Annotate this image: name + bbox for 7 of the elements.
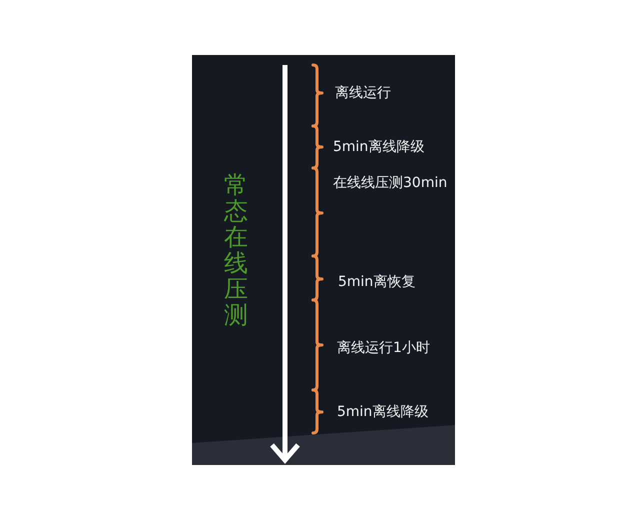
phase-label: 5min离恢复 <box>338 273 416 291</box>
phase-label: 离线运行1小时 <box>337 339 430 357</box>
phase-label: 在线线压测30min <box>333 174 448 192</box>
phase-label: 离线运行 <box>335 84 391 102</box>
phase-label: 5min离线降级 <box>337 403 428 421</box>
vertical-label: 常态在线压测 <box>223 172 249 328</box>
phase-label: 5min离线降级 <box>333 138 424 156</box>
